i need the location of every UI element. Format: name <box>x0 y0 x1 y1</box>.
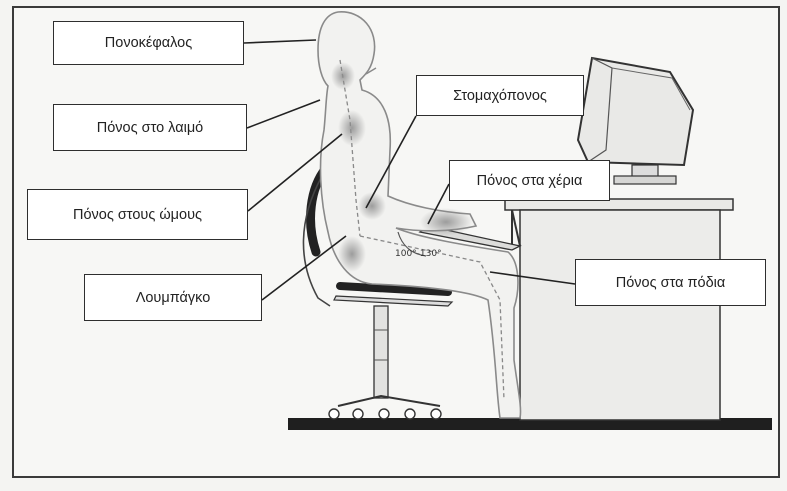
label-shoulder-pain: Πόνος στους ώμους <box>27 189 248 240</box>
knee-angle-annotation: 100°-130° <box>395 249 442 259</box>
label-headache: Πονοκέφαλος <box>53 21 244 65</box>
desk <box>505 199 733 420</box>
label-neck-pain: Πόνος στο λαιμό <box>53 104 247 151</box>
seated-person <box>318 12 521 418</box>
label-stomach-ache: Στομαχόπονος <box>416 75 584 116</box>
label-lumbago: Λουμπάγκο <box>84 274 262 321</box>
label-leg-pain: Πόνος στα πόδια <box>575 259 766 306</box>
label-hand-pain: Πόνος στα χέρια <box>449 160 610 201</box>
